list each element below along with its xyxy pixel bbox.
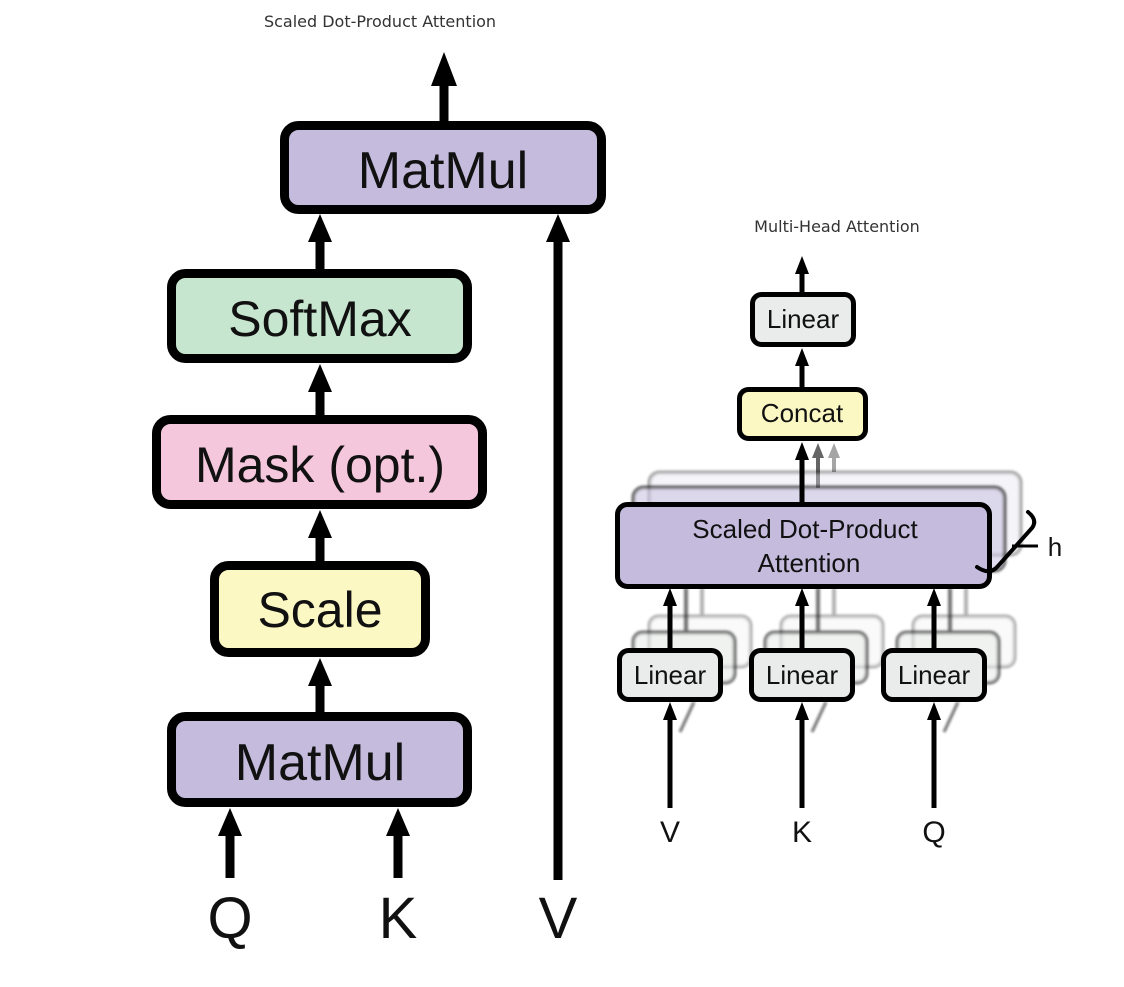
linear-output-box: Linear (750, 292, 856, 347)
softmax-label: SoftMax (228, 291, 411, 347)
linear-k-box: Linear (749, 648, 855, 702)
mask-box: Mask (opt.) (152, 415, 487, 509)
head-arrow-3-icon (828, 443, 840, 472)
v-input-label: V (539, 886, 578, 951)
q-arrow-icon (218, 808, 242, 878)
linear-q-label: Linear (898, 660, 971, 690)
k-input-label: K (379, 886, 418, 951)
linear-q-stack: Linear (881, 588, 1017, 808)
v-arrow-icon (546, 214, 570, 880)
scale-label: Scale (257, 582, 382, 638)
linear-v-stack: Linear (617, 588, 753, 808)
mha-output-arrow-icon (795, 256, 809, 295)
k-arrow-icon (386, 808, 410, 878)
matmul-bottom-box: MatMul (167, 712, 472, 807)
arrow-mask-to-softmax-icon (308, 364, 332, 418)
arrow-scale-to-mask-icon (308, 510, 332, 564)
scale-box: Scale (210, 561, 430, 657)
q-input-label: Q (207, 886, 252, 951)
linear-v-label: Linear (634, 660, 707, 690)
v-input-arrow-icon (663, 702, 677, 808)
head-arrow-1-icon (795, 442, 809, 505)
scaled-dot-product-attention-diagram: Scaled Dot-Product Attention MatMul Soft… (152, 12, 606, 951)
heads-brace-icon (975, 510, 1038, 574)
concat-box: Concat (737, 387, 868, 441)
linear-v-arrow-up-icon (663, 588, 677, 650)
heads-label: h (1048, 532, 1062, 562)
sdpa-label-line2: Attention (758, 548, 861, 578)
sdpa-box: Scaled Dot-Product Attention (615, 502, 992, 589)
arrow-softmax-to-matmul-icon (308, 214, 332, 272)
mha-k-input-label: K (792, 816, 812, 849)
arrow-concat-to-linear-icon (795, 348, 809, 390)
arrow-matmul-to-scale-icon (308, 658, 332, 715)
linear-k-label: Linear (766, 660, 839, 690)
softmax-box: SoftMax (167, 269, 472, 363)
mha-v-input-label: V (660, 816, 680, 849)
linear-k-arrow-up-icon (795, 588, 809, 650)
sdpa-label-line1: Scaled Dot-Product (692, 514, 918, 544)
multi-head-attention-diagram: Multi-Head Attention Linear Concat (615, 217, 1062, 849)
left-caption: Scaled Dot-Product Attention (264, 12, 496, 31)
mha-q-input-label: Q (922, 816, 945, 849)
linear-output-label: Linear (767, 304, 840, 334)
right-caption: Multi-Head Attention (754, 217, 920, 236)
output-arrow-icon (431, 52, 457, 125)
concat-label: Concat (761, 398, 844, 428)
matmul-top-box: MatMul (280, 121, 606, 214)
k-input-arrow-icon (795, 702, 809, 808)
linear-v-box: Linear (617, 648, 723, 702)
linear-q-box: Linear (881, 648, 987, 702)
mask-label: Mask (opt.) (195, 437, 445, 493)
linear-k-stack: Linear (749, 588, 885, 808)
matmul-bottom-label: MatMul (235, 734, 405, 792)
linear-q-arrow-up-icon (927, 588, 941, 650)
q-input-arrow-icon (927, 702, 941, 808)
matmul-top-label: MatMul (358, 142, 528, 200)
